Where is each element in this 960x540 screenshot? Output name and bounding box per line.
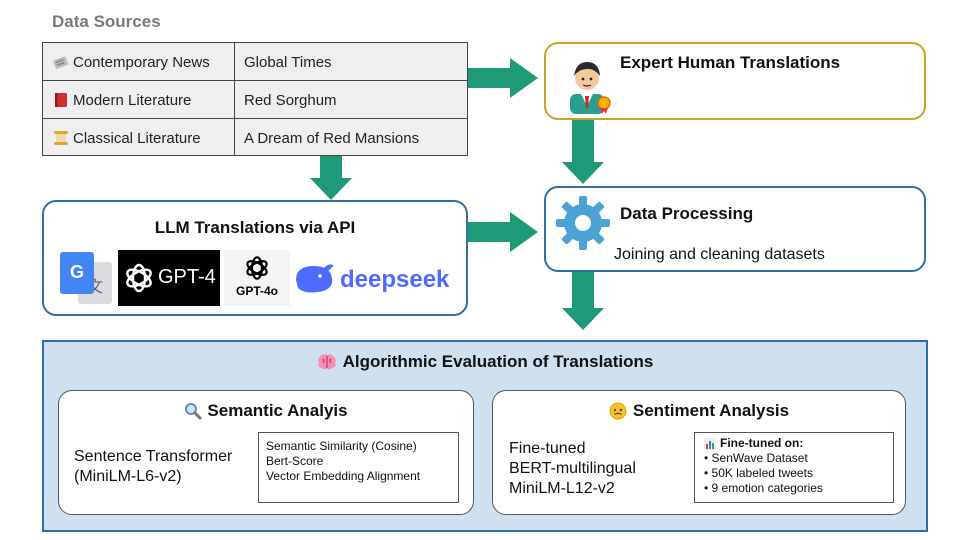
data-sources-title: Data Sources xyxy=(52,12,161,31)
model-name: MiniLM-L12-v2 xyxy=(509,480,615,497)
arrow-right-icon xyxy=(468,212,538,252)
bar-chart-icon xyxy=(704,437,716,450)
table-row: Classical Literature A Dream of Red Mans… xyxy=(43,119,467,157)
processing-title: Data Processing xyxy=(620,204,754,223)
sentiment-title: Sentiment Analysis xyxy=(632,401,790,420)
expert-title: Expert Human Translations xyxy=(620,53,841,72)
source-label: Global Times xyxy=(244,53,332,71)
semantic-analysis-box: Semantic Analyis Sentence Transformer (M… xyxy=(58,390,474,515)
category-label: Modern Literature xyxy=(73,91,192,109)
list-item: • SenWave Dataset xyxy=(704,451,808,465)
data-sources-table: Contemporary News Global Times Modern Li… xyxy=(42,42,468,156)
table-row: Modern Literature Red Sorghum xyxy=(43,81,467,119)
openai-icon xyxy=(246,256,268,280)
magnifier-icon xyxy=(185,403,202,420)
sentiment-analysis-box: Sentiment Analysis Fine-tuned BERT-multi… xyxy=(492,390,906,515)
processing-subtitle: Joining and cleaning datasets xyxy=(614,246,825,263)
model-name: BERT-multilingual xyxy=(509,460,636,477)
evaluation-title: Algorithmic Evaluation of Translations xyxy=(342,352,654,371)
finetune-title: Fine-tuned on: xyxy=(720,436,804,450)
finetune-info-list: Fine-tuned on: • SenWave Dataset • 50K l… xyxy=(694,432,894,503)
category-label: Contemporary News xyxy=(73,53,210,71)
model-name: Fine-tuned xyxy=(509,440,586,457)
semantic-metrics-list: Semantic Similarity (Cosine) Bert-Score … xyxy=(258,432,459,503)
google-translate-logo: 文 G xyxy=(58,250,114,306)
arrow-down-icon xyxy=(310,156,352,200)
arrow-down-icon xyxy=(562,120,604,184)
list-item: • 50K labeled tweets xyxy=(704,466,813,480)
list-item: Bert-Score xyxy=(266,454,324,468)
arrow-down-icon xyxy=(562,272,604,330)
table-divider xyxy=(234,43,235,155)
table-divider xyxy=(43,80,467,81)
gear-icon xyxy=(556,196,610,250)
list-item: Semantic Similarity (Cosine) xyxy=(266,439,417,453)
expert-person-icon xyxy=(570,62,611,114)
model-name: (MiniLM-L6-v2) xyxy=(74,468,182,485)
expert-translations-box: Expert Human Translations xyxy=(544,42,926,120)
brain-icon xyxy=(317,354,336,370)
list-item: • 9 emotion categories xyxy=(704,481,823,495)
table-divider xyxy=(43,118,467,119)
book-icon xyxy=(55,93,67,107)
arrow-right-icon xyxy=(468,58,538,98)
deepseek-logo: deepseek xyxy=(294,258,464,302)
semantic-title: Semantic Analyis xyxy=(207,401,348,420)
source-label: Red Sorghum xyxy=(244,91,337,109)
openai-icon xyxy=(126,263,152,293)
whale-icon xyxy=(296,264,334,293)
gpt4o-logo: GPT-4o xyxy=(224,250,290,306)
category-label: Classical Literature xyxy=(73,129,201,147)
list-item: Vector Embedding Alignment xyxy=(266,469,421,483)
source-label: A Dream of Red Mansions xyxy=(244,129,420,147)
model-name: Sentence Transformer xyxy=(74,448,233,465)
newspaper-icon xyxy=(53,56,69,70)
llm-translations-box: LLM Translations via API 文 G GPT-4 xyxy=(42,200,468,316)
llm-title: LLM Translations via API xyxy=(154,218,356,237)
face-icon xyxy=(609,402,627,420)
data-processing-box: Data Processing Joining and cleaning dat… xyxy=(544,186,926,272)
scroll-icon xyxy=(54,131,68,145)
table-row: Contemporary News Global Times xyxy=(43,43,467,81)
gpt4-logo: GPT-4 xyxy=(118,250,220,306)
